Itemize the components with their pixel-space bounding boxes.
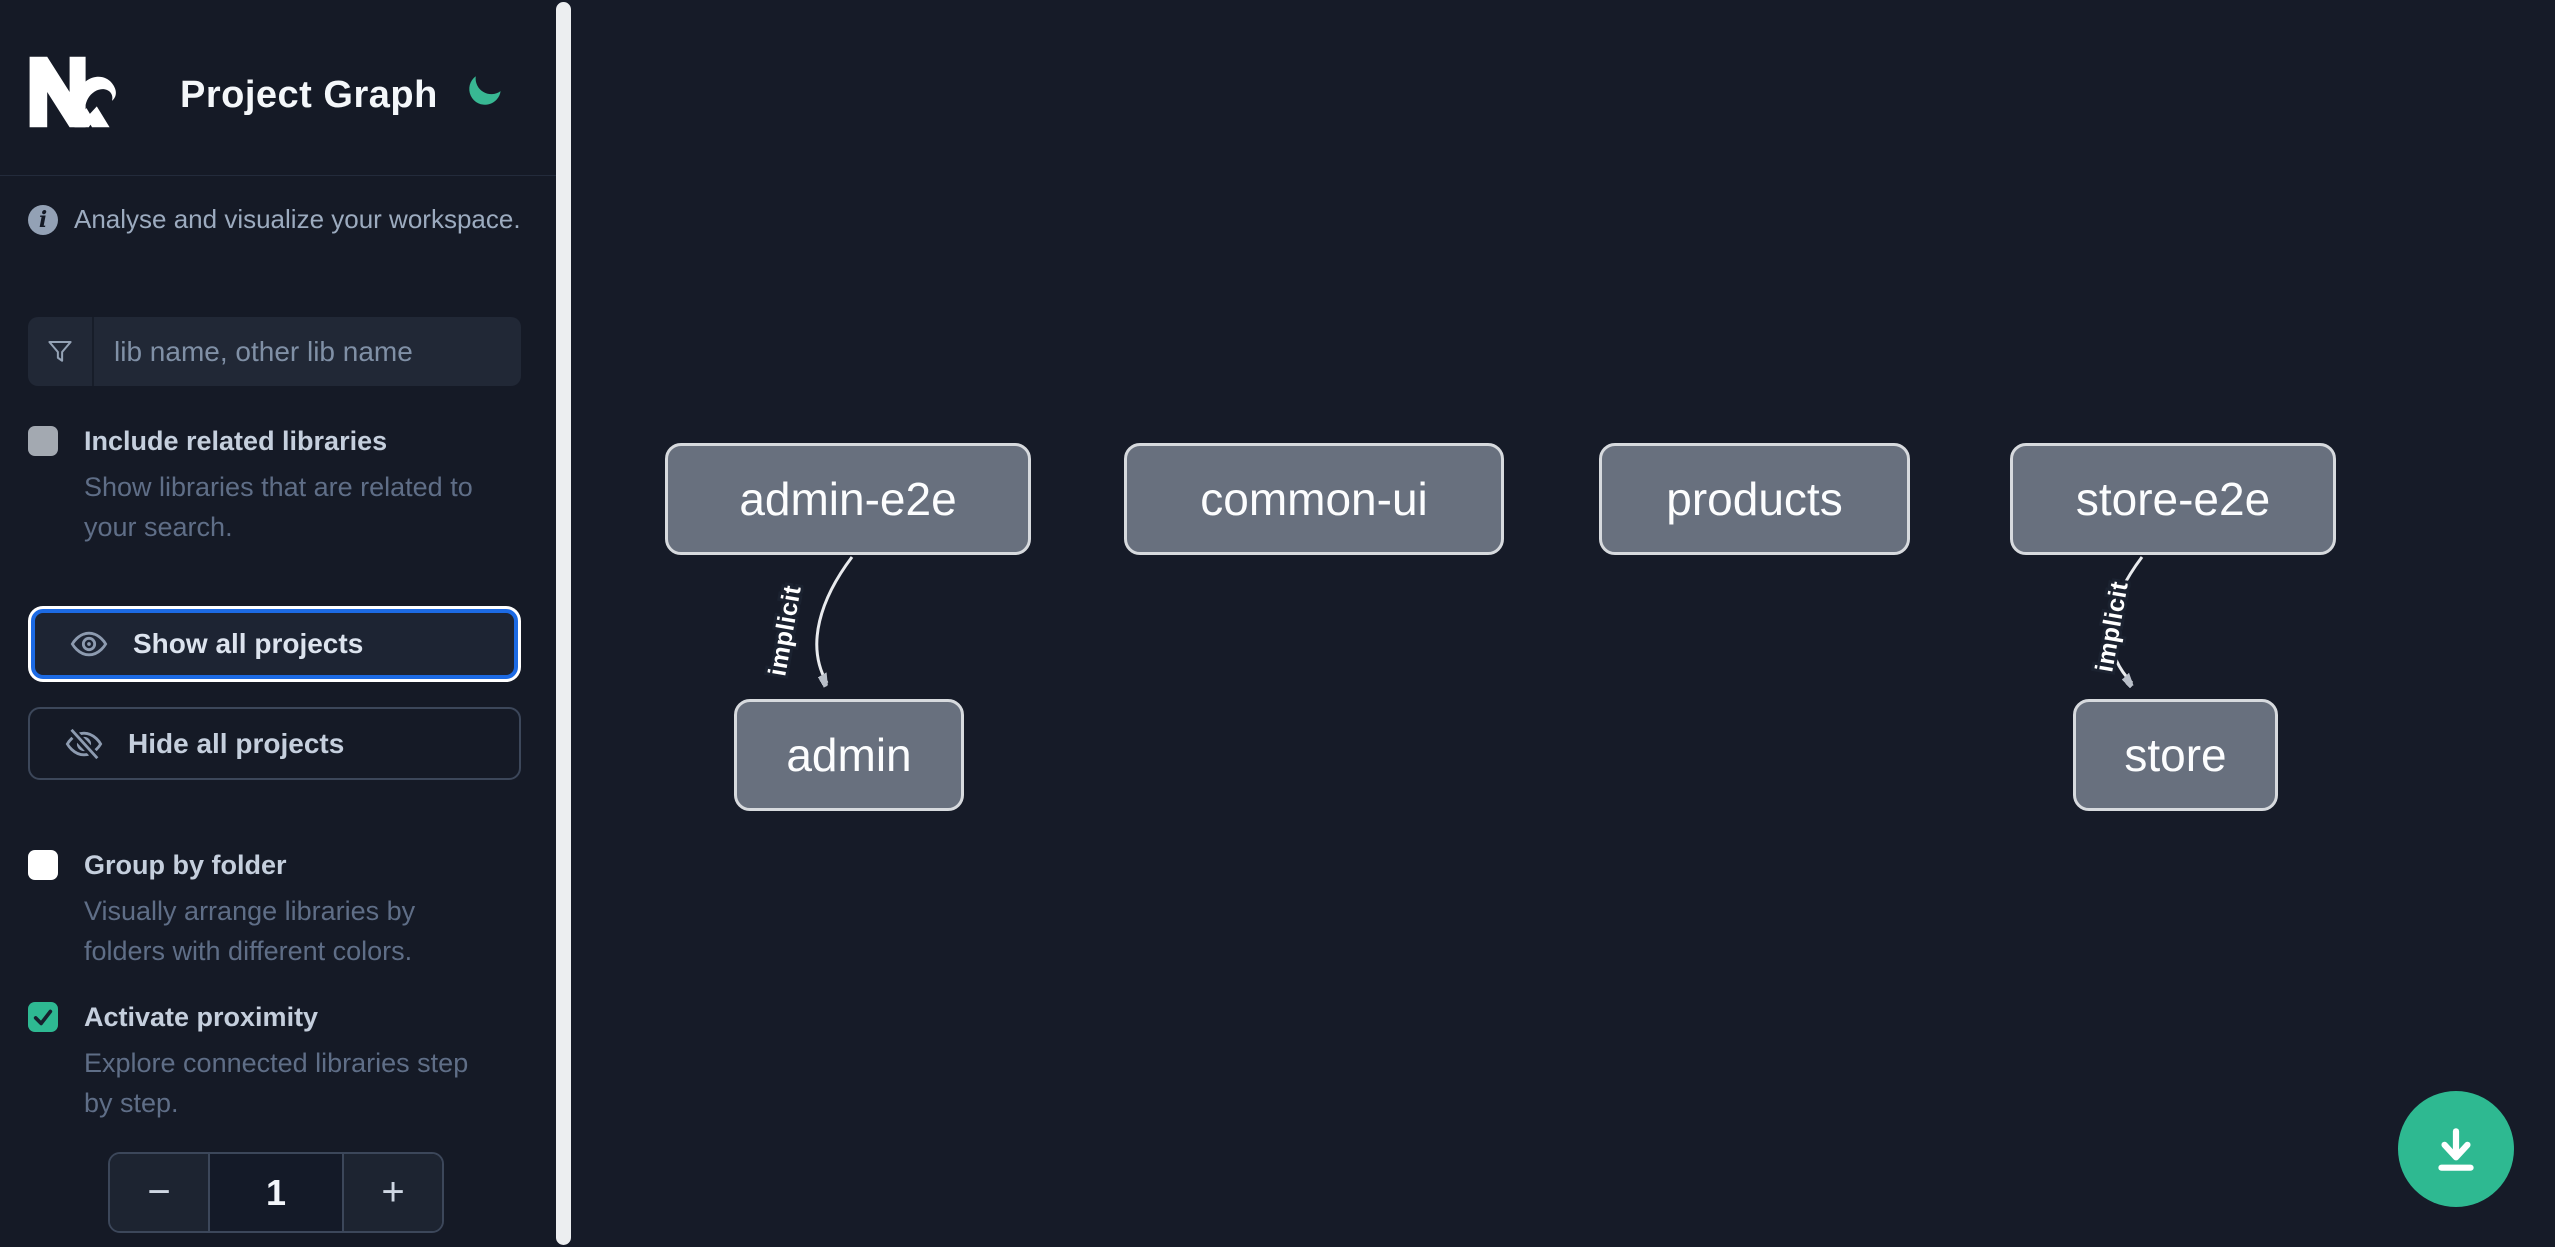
graph-edge-admin-e2e-admin[interactable]	[815, 556, 854, 683]
download-icon	[2438, 1128, 2474, 1171]
graph-canvas[interactable]: implicit implicit admin-e2e common-ui produ…	[571, 0, 2555, 1247]
eye-icon	[70, 631, 108, 657]
page-title: Project Graph	[180, 74, 438, 116]
hide-all-projects-label: Hide all projects	[128, 727, 345, 759]
sidebar-header: Project Graph	[0, 0, 556, 176]
graph-node-products[interactable]: products	[1599, 443, 1910, 555]
proximity-depth-stepper: − 1 +	[108, 1152, 444, 1233]
graph-node-common-ui[interactable]: common-ui	[1124, 443, 1504, 555]
edge-label-admin-e2e-admin: implicit	[763, 583, 806, 678]
hide-all-projects-button[interactable]: Hide all projects	[28, 707, 521, 780]
eye-off-icon	[65, 726, 103, 761]
option-activate-proximity: Activate proximity Explore connected lib…	[28, 1000, 528, 1123]
decrement-button[interactable]: −	[110, 1154, 208, 1231]
group-by-folder-checkbox[interactable]	[28, 850, 58, 880]
panel-resize-handle[interactable]	[556, 2, 571, 1245]
option-include-related: Include related libraries Show libraries…	[28, 424, 528, 547]
option-group-by-folder: Group by folder Visually arrange librari…	[28, 848, 528, 971]
edge-label-store-e2e-store: implicit	[2090, 579, 2133, 674]
graph-edges-layer: implicit implicit	[760, 556, 2144, 1247]
increment-button[interactable]: +	[344, 1154, 442, 1231]
sidebar: Project Graph i Analyse and visualize yo…	[0, 0, 556, 1247]
graph-node-admin[interactable]: admin	[734, 699, 964, 811]
include-related-label: Include related libraries	[84, 426, 388, 456]
download-graph-button[interactable]	[2398, 1091, 2514, 1207]
graph-node-store-e2e[interactable]: store-e2e	[2010, 443, 2336, 555]
graph-edge-store-e2e-store[interactable]	[2109, 556, 2144, 683]
intro-row: i Analyse and visualize your workspace.	[28, 204, 521, 235]
graph-node-admin-e2e[interactable]: admin-e2e	[665, 443, 1031, 555]
graph-node-store[interactable]: store	[2073, 699, 2278, 811]
search-input[interactable]	[94, 317, 521, 386]
activate-proximity-description: Explore connected libraries step by step…	[84, 1048, 469, 1118]
activate-proximity-checkbox[interactable]	[28, 1002, 58, 1032]
search-box	[28, 317, 521, 386]
moon-icon[interactable]	[460, 64, 511, 115]
intro-text: Analyse and visualize your workspace.	[74, 204, 521, 234]
nx-logo	[29, 56, 116, 128]
info-icon: i	[28, 204, 58, 235]
group-by-folder-description: Visually arrange libraries by folders wi…	[84, 896, 416, 966]
show-all-projects-label: Show all projects	[133, 628, 364, 659]
funnel-icon	[28, 317, 94, 386]
include-related-description: Show libraries that are related to your …	[84, 472, 473, 542]
proximity-depth-value: 1	[208, 1154, 344, 1231]
show-all-projects-button[interactable]: Show all projects	[31, 609, 518, 679]
group-by-folder-label: Group by folder	[84, 850, 287, 880]
activate-proximity-label: Activate proximity	[84, 1002, 319, 1032]
include-related-checkbox[interactable]	[28, 426, 58, 456]
